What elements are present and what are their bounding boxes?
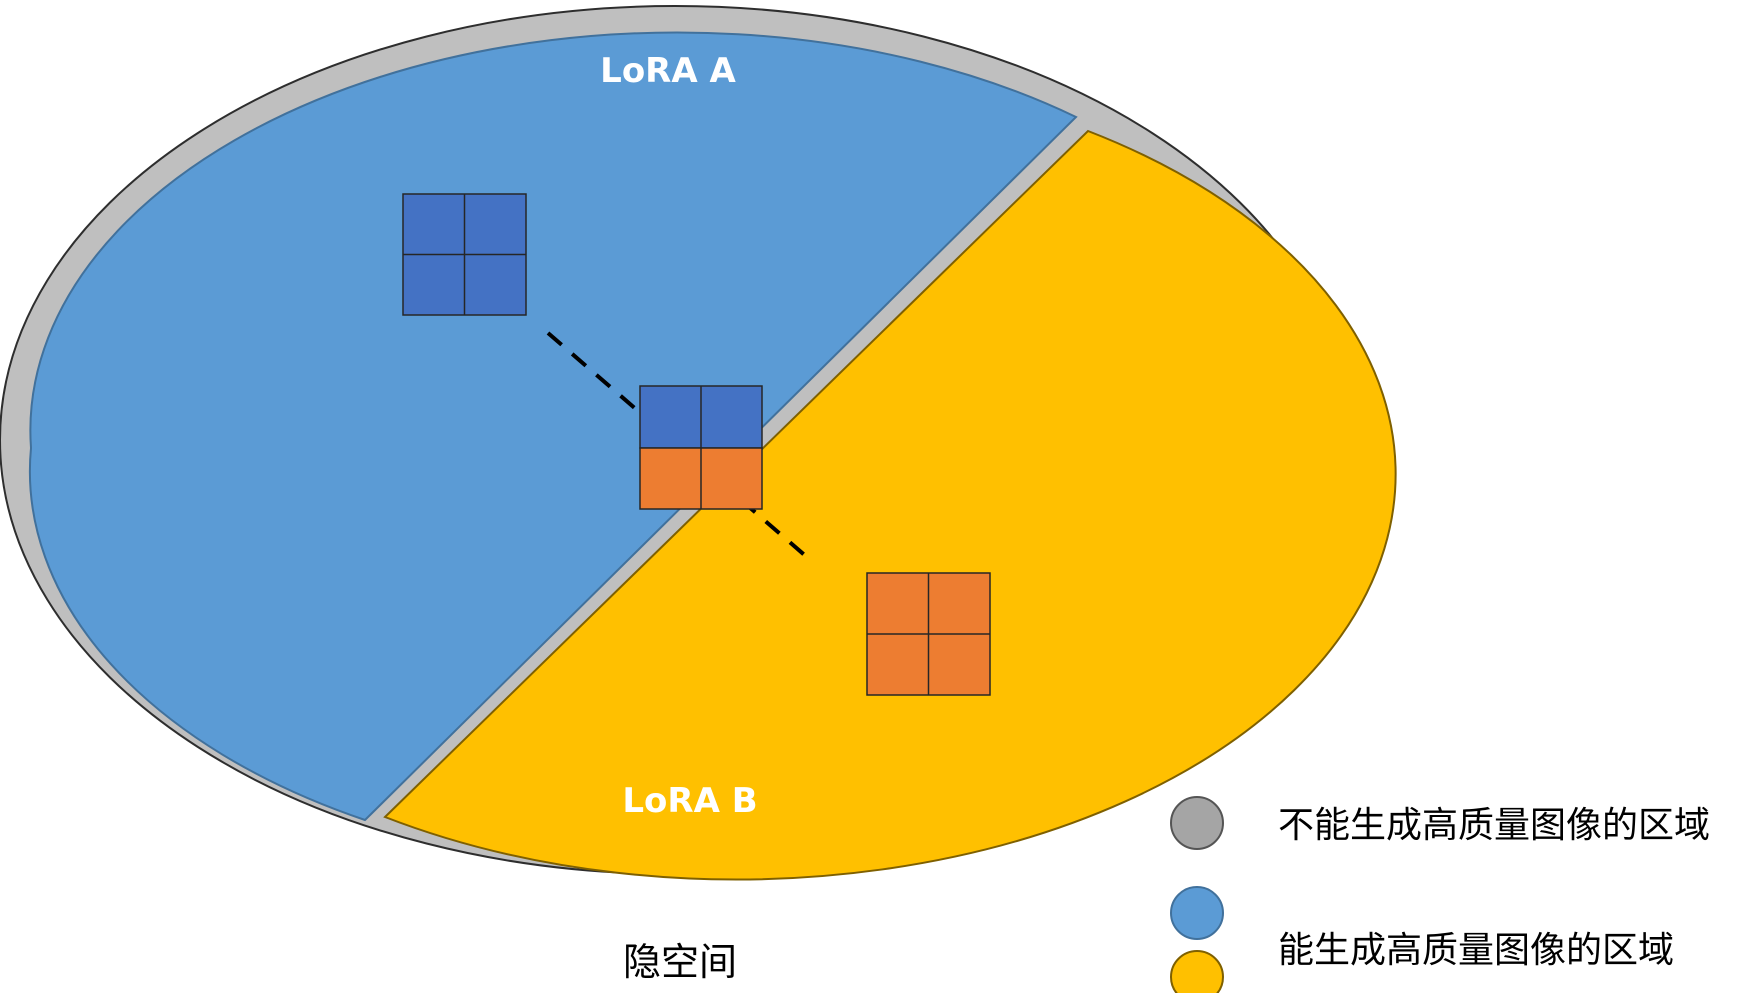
legend-label-high-quality: 能生成高质量图像的区域 [1278, 930, 1674, 971]
matrix-combined [639, 385, 763, 510]
lora-a-label: LoRA A [600, 51, 736, 91]
matrix-b [866, 572, 991, 696]
matrix-a [402, 193, 527, 316]
legend-swatch-gray [1170, 796, 1224, 850]
lora-a-region [28, 31, 1078, 822]
legend: 不能生成高质量图像的区域 能生成高质量图像的区域 [1170, 796, 1710, 993]
legend-swatch-blue [1170, 886, 1224, 940]
lora-b-label: LoRA B [622, 781, 757, 821]
lora-b-region [383, 129, 1397, 881]
legend-swatch-yellow [1170, 950, 1224, 993]
legend-label-low-quality: 不能生成高质量图像的区域 [1278, 805, 1710, 846]
latent-space-caption: 隐空间 [623, 940, 737, 984]
